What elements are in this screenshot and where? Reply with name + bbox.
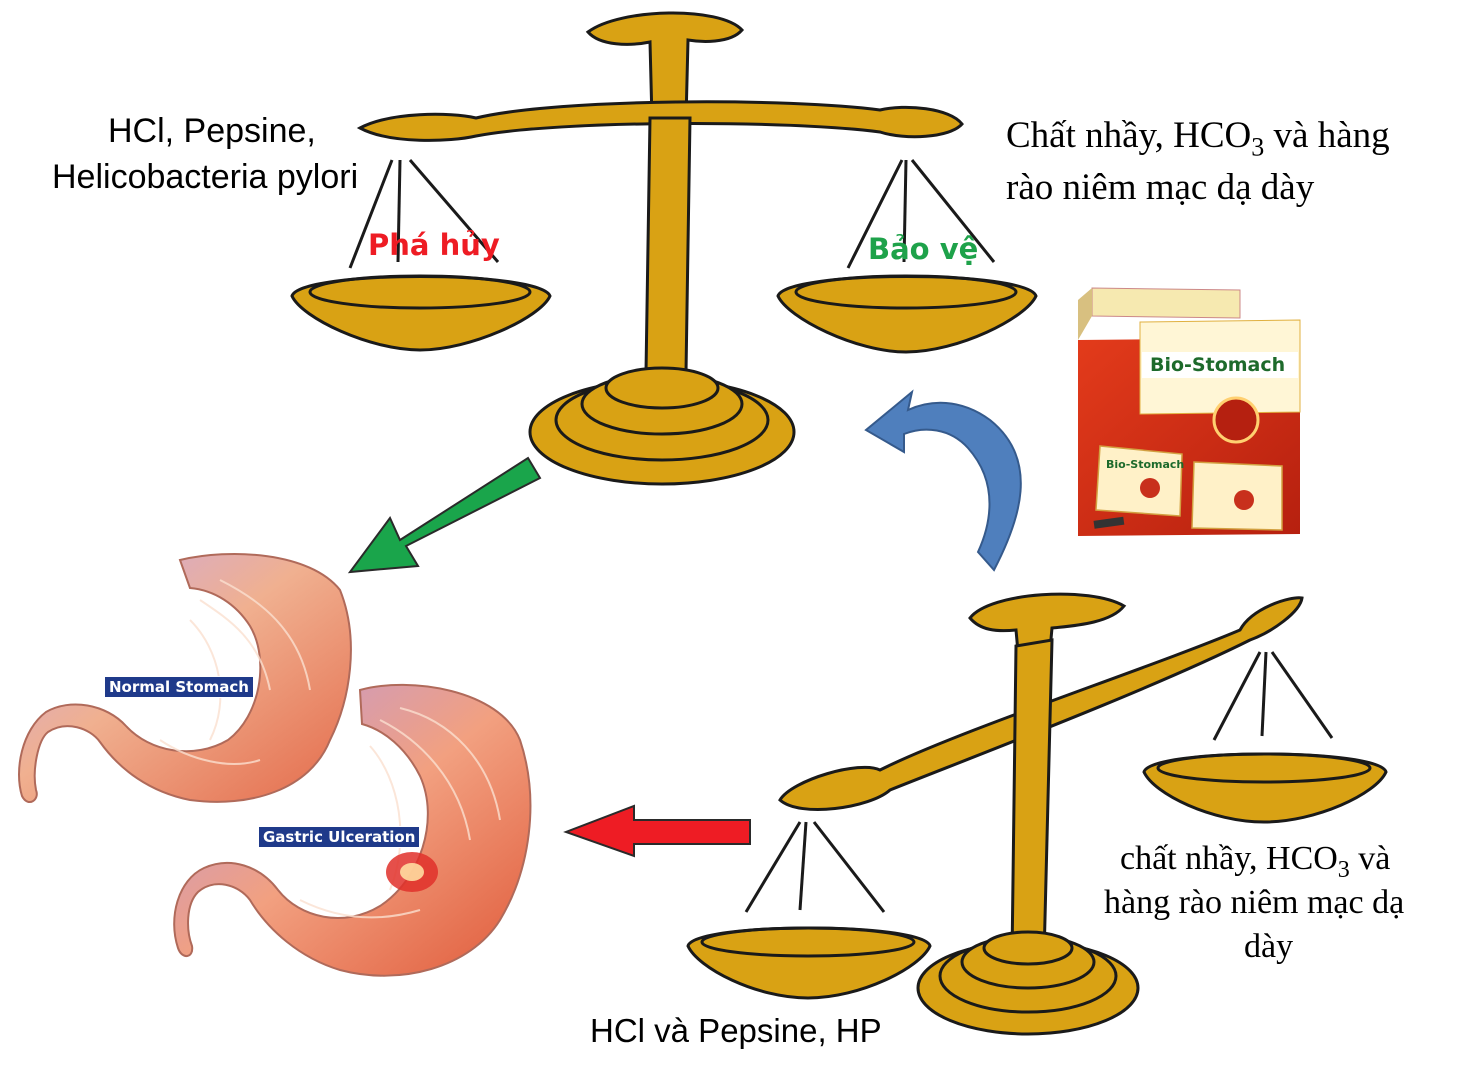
bottom-right-label-pre: chất nhầy, HCO bbox=[1120, 840, 1338, 877]
bottom-left-label: HCl và Pepsine, HP bbox=[590, 1012, 882, 1049]
bottom-scale-right-strings bbox=[1212, 651, 1334, 741]
top-left-label-line1: HCl, Pepsine, bbox=[108, 112, 316, 150]
top-scale bbox=[290, 11, 1038, 486]
top-scale-post bbox=[644, 116, 692, 374]
ulcer-stomach-label: Gastric Ulceration bbox=[258, 826, 421, 848]
top-left-label-line2: Helicobacteria pylori bbox=[52, 158, 359, 196]
top-right-label-pre: Chất nhầy, HCO bbox=[1006, 115, 1252, 156]
product-brand-label-small: Bio-Stomach bbox=[1106, 458, 1185, 471]
top-right-label-line1: Chất nhầy, HCO3 và hàng bbox=[1006, 114, 1390, 162]
bottom-scale-post bbox=[1010, 638, 1054, 960]
bottom-right-label-line1: chất nhầy, HCO3 và bbox=[1120, 840, 1390, 884]
destroy-label: Phá hủy bbox=[368, 228, 500, 262]
top-scale-base-1 bbox=[604, 366, 720, 410]
top-right-label-line2: rào niêm mạc dạ dày bbox=[1006, 167, 1315, 208]
bottom-scale-crown bbox=[968, 592, 1127, 654]
bottom-right-label-line2: hàng rào niêm mạc dạ bbox=[1104, 884, 1405, 921]
red-arrow bbox=[563, 804, 751, 858]
normal-stomach-shape bbox=[18, 553, 352, 803]
top-scale-left-strings bbox=[348, 159, 500, 269]
product-brand-label: Bio-Stomach bbox=[1150, 354, 1286, 376]
top-scale-right-pan bbox=[776, 275, 1038, 354]
top-scale-left-pan bbox=[290, 275, 552, 352]
top-scale-crown bbox=[585, 11, 745, 122]
protect-label: Bảo vệ bbox=[868, 232, 979, 266]
top-right-label-post: và hàng bbox=[1264, 115, 1390, 156]
bottom-scale-left-pan bbox=[686, 926, 932, 1000]
ulcer-stomach-shape bbox=[173, 683, 532, 977]
product-box-image bbox=[1076, 282, 1302, 538]
bottom-right-label-sub: 3 bbox=[1337, 856, 1350, 883]
bottom-scale bbox=[686, 592, 1388, 1036]
bottom-right-label-line3: dày bbox=[1244, 928, 1294, 965]
top-scale-right-strings bbox=[846, 159, 996, 269]
normal-stomach-label: Normal Stomach bbox=[104, 676, 254, 698]
green-arrow bbox=[347, 456, 542, 574]
bottom-scale-left-strings bbox=[744, 821, 886, 913]
top-right-label-sub: 3 bbox=[1251, 132, 1265, 162]
bottom-scale-base-1 bbox=[982, 930, 1074, 966]
bottom-scale-beam bbox=[778, 596, 1304, 811]
bottom-scale-right-pan bbox=[1142, 752, 1388, 824]
bottom-right-label-post: và bbox=[1349, 840, 1391, 877]
stomach-illustration bbox=[18, 553, 532, 977]
blue-curved-arrow bbox=[864, 389, 1022, 572]
